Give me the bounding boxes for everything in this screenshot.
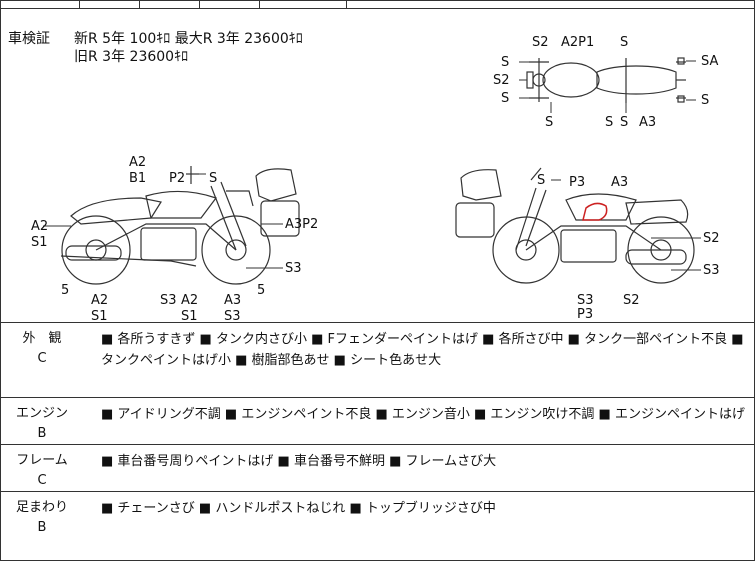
section-rank: C bbox=[37, 351, 47, 366]
right-engine bbox=[560, 229, 617, 263]
section-category: 外 観 C bbox=[7, 329, 77, 369]
section-rank: B bbox=[37, 426, 47, 441]
left-label: B1 bbox=[129, 171, 146, 186]
left-seat bbox=[70, 197, 162, 225]
left-engine bbox=[140, 227, 197, 261]
left-rear-wheel bbox=[61, 215, 131, 285]
left-label: S3 bbox=[224, 309, 241, 321]
top-label: S bbox=[501, 55, 509, 70]
top-label: A3 bbox=[639, 115, 656, 130]
left-label: A2 bbox=[181, 293, 198, 308]
top-view-seat bbox=[596, 65, 677, 95]
left-muffler bbox=[65, 245, 122, 261]
top-view-tank bbox=[542, 62, 600, 98]
section-frame: フレーム C ■ 車台番号周りペイントはげ ■ 車台番号不鮮明 ■ フレームさび… bbox=[1, 445, 755, 492]
section-engine: エンジン B ■ アイドリング不調 ■ エンジンペイント不良 ■ エンジン音小 … bbox=[1, 398, 755, 445]
damage-marker bbox=[582, 202, 608, 221]
right-tank bbox=[565, 193, 637, 221]
top-label: SA bbox=[701, 54, 718, 69]
section-category: フレーム C bbox=[7, 451, 77, 491]
right-muffler bbox=[625, 249, 687, 265]
top-label: S bbox=[620, 115, 628, 130]
section-items: ■ アイドリング不調 ■ エンジンペイント不良 ■ エンジン音小 ■ エンジン吹… bbox=[101, 407, 745, 422]
left-label: A3 bbox=[224, 293, 241, 308]
shaken-new-line: 新R 5年 100ｷﾛ 最大R 3年 23600ｷﾛ bbox=[74, 31, 303, 47]
section-suspension: 足まわり B ■ チェーンさび ■ ハンドルポストねじれ ■ トップブリッジさび… bbox=[1, 492, 755, 561]
left-front-wheel bbox=[201, 215, 271, 285]
section-name: フレーム bbox=[16, 453, 68, 468]
section-rank: B bbox=[37, 520, 47, 535]
header-divider bbox=[259, 1, 260, 8]
left-label: S3 bbox=[160, 293, 177, 308]
right-label: S bbox=[537, 173, 545, 188]
header-divider bbox=[139, 1, 140, 8]
left-label: S bbox=[209, 171, 217, 186]
section-rank: C bbox=[37, 473, 47, 488]
right-label: A3 bbox=[611, 175, 628, 190]
top-label: S bbox=[605, 115, 613, 130]
top-label: A2P1 bbox=[561, 35, 594, 50]
section-name: 外 観 bbox=[22, 331, 62, 346]
left-label: S1 bbox=[31, 235, 48, 250]
left-windscreen bbox=[255, 168, 297, 202]
right-bag bbox=[455, 202, 495, 238]
section-items: ■ 車台番号周りペイントはげ ■ 車台番号不鮮明 ■ フレームさび大 bbox=[101, 454, 497, 469]
left-label: S1 bbox=[91, 309, 108, 321]
right-windscreen bbox=[460, 169, 502, 201]
header-divider bbox=[199, 1, 200, 8]
right-view-diagram: S P3 A3 S2 S3 S3 P3 S2 bbox=[455, 167, 720, 318]
left-label: A2 bbox=[129, 155, 146, 170]
section-items: ■ 各所うすきず ■ タンク内さび小 ■ Fフェンダーペイントはげ ■ 各所さび… bbox=[101, 332, 744, 368]
top-label: S bbox=[501, 91, 509, 106]
top-label: S2 bbox=[493, 73, 510, 88]
right-label: S3 bbox=[703, 263, 720, 278]
left-label: A2 bbox=[31, 219, 48, 234]
shaken-old-line: 旧R 3年 23600ｷﾛ bbox=[74, 49, 189, 65]
top-view-diagram: S2 A2P1 S S SA S2 S S S S S A3 bbox=[493, 35, 718, 130]
section-items: ■ チェーンさび ■ ハンドルポストねじれ ■ トップブリッジさび中 bbox=[101, 501, 496, 516]
left-label: 5 bbox=[61, 283, 69, 298]
shaken-label: 車検証 bbox=[8, 31, 50, 47]
top-label: S2 bbox=[532, 35, 549, 50]
top-label: S bbox=[701, 93, 709, 108]
left-bag bbox=[260, 200, 300, 237]
section-name: エンジン bbox=[15, 406, 68, 421]
right-front-wheel bbox=[492, 216, 560, 284]
section-name: 足まわり bbox=[15, 500, 68, 515]
right-label: S2 bbox=[623, 293, 640, 308]
right-label: S3 bbox=[577, 293, 594, 308]
header-row-fragment bbox=[1, 1, 755, 9]
top-label: S bbox=[620, 35, 628, 50]
left-label: S3 bbox=[285, 261, 302, 276]
left-label: 5 bbox=[257, 283, 265, 298]
section-category: エンジン B bbox=[7, 404, 77, 444]
vehicle-diagram-section: 車検証 新R 5年 100ｷﾛ 最大R 3年 23600ｷﾛ 旧R 3年 236… bbox=[1, 8, 755, 323]
left-view-diagram: A2 B1 P2 S A2 S1 A3P2 S3 5 5 A2 S1 S3 A2… bbox=[31, 155, 318, 321]
left-label: S1 bbox=[181, 309, 198, 321]
left-label: P2 bbox=[169, 171, 185, 186]
right-label: P3 bbox=[569, 175, 585, 190]
top-label: S bbox=[545, 115, 553, 130]
right-rear-wheel bbox=[627, 216, 695, 284]
header-divider bbox=[346, 1, 347, 8]
header-divider bbox=[79, 1, 80, 8]
left-label: A2 bbox=[91, 293, 108, 308]
right-label: S2 bbox=[703, 231, 720, 246]
right-label: P3 bbox=[577, 307, 593, 318]
section-exterior: 外 観 C ■ 各所うすきず ■ タンク内さび小 ■ Fフェンダーペイントはげ … bbox=[1, 323, 755, 398]
right-seat bbox=[625, 199, 689, 225]
left-label: A3P2 bbox=[285, 217, 318, 232]
left-tank bbox=[145, 190, 217, 219]
section-category: 足まわり B bbox=[7, 498, 77, 538]
